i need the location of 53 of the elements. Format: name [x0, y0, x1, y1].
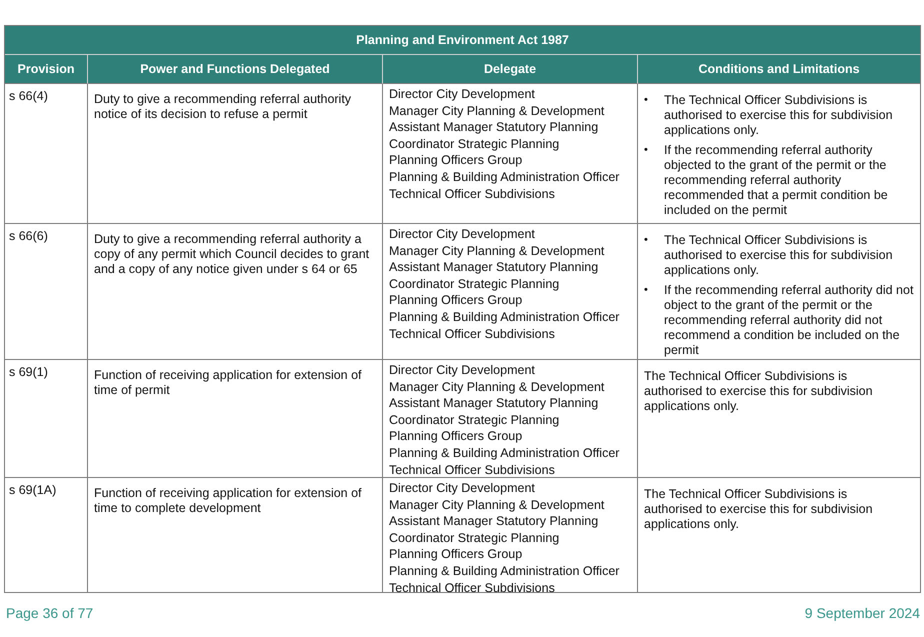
delegate-title: Coordinator Strategic Planning [389, 412, 560, 428]
function-description: Function of receiving application for extension of time to complete development [94, 486, 363, 516]
condition-text: If the recommending referral authority did not object to the grant of the permit or the recommending referral authority did not recommend a condition be included on the permit [664, 283, 914, 358]
delegate-title: Director City Development [389, 480, 536, 497]
bullet-mark: • [644, 143, 649, 158]
condition-text: The Technical Officer Subdivisions is authorised to exercise this for subdivision applications only. [644, 487, 874, 532]
delegate-title: Manager City Planning & Development [389, 242, 606, 260]
delegate-title: Planning & Building Administration Officer [389, 308, 620, 326]
delegate-title: Technical Officer Subdivisions [389, 580, 556, 592]
provision-number: s 69(1) [9, 365, 49, 380]
delegate-title: Planning Officers Group [389, 292, 524, 309]
delegate-title: Manager City Planning & Development [389, 378, 606, 396]
delegate-title: Director City Development [389, 226, 536, 243]
function-description: Duty to give a recommending referral authority notice of its decision to refuse a permit [94, 92, 352, 122]
condition-text: The Technical Officer Subdivisions is authorised to exercise this for subdivision applications only. [664, 93, 894, 138]
condition-text: The Technical Officer Subdivisions is authorised to exercise this for subdivision applications only. [644, 369, 874, 414]
delegate-title: Planning & Building Administration Officer [389, 562, 620, 580]
delegate-title: Assistant Manager Statutory Planning [389, 259, 600, 276]
delegate-title: Technical Officer Subdivisions [389, 326, 556, 342]
delegate-title: Assistant Manager Statutory Planning [389, 119, 600, 136]
provision-header: Provision [5, 55, 88, 84]
condition-text: If the recommending referral authority objected to the grant of the permit or the recommending referral authority recommended that a permit condition be included on the permit [664, 143, 889, 218]
conditions-header: Conditions and Limitations [638, 55, 921, 84]
condition-text: The Technical Officer Subdivisions is authorised to exercise this for subdivision applications only. [664, 233, 894, 278]
delegate-title: Technical Officer Subdivisions [389, 186, 556, 202]
function-description: Function of receiving application for extension of time of permit [94, 368, 363, 398]
delegate-title: Technical Officer Subdivisions [389, 462, 556, 477]
delegate-title: Coordinator Strategic Planning [389, 530, 560, 546]
provision-number: s 66(4) [9, 89, 49, 104]
delegate-title: Planning & Building Administration Officer [389, 168, 620, 186]
delegate-title: Director City Development [389, 362, 536, 379]
functions-header: Power and Functions Delegated [88, 55, 383, 84]
bullet-mark: • [644, 93, 649, 108]
table-title: Planning and Environment Act 1987 [5, 26, 921, 55]
delegate-title: Manager City Planning & Development [389, 102, 606, 120]
delegate-title: Planning & Building Administration Officer [389, 444, 620, 462]
delegate-title: Coordinator Strategic Planning [389, 276, 560, 292]
document-date: 9 September 2024 [804, 605, 920, 621]
delegate-title: Coordinator Strategic Planning [389, 136, 560, 152]
page-number: Page 36 of 77 [6, 605, 94, 621]
delegate-header: Delegate [383, 55, 638, 84]
bullet-mark: • [644, 283, 649, 298]
delegate-title: Planning Officers Group [389, 152, 524, 169]
delegate-title: Manager City Planning & Development [389, 496, 606, 514]
delegate-title: Planning Officers Group [389, 428, 524, 445]
delegate-title: Director City Development [389, 86, 536, 103]
function-description: Duty to give a recommending referral authority a copy of any permit which Council decides to grant and a copy of any notice given under s 64 or 65 [94, 232, 370, 277]
provision-number: s 69(1A) [9, 483, 58, 498]
delegate-title: Planning Officers Group [389, 546, 524, 563]
delegate-title: Assistant Manager Statutory Planning [389, 513, 600, 530]
delegate-title: Assistant Manager Statutory Planning [389, 395, 600, 412]
provision-number: s 66(6) [9, 229, 49, 244]
bullet-mark: • [644, 233, 649, 248]
